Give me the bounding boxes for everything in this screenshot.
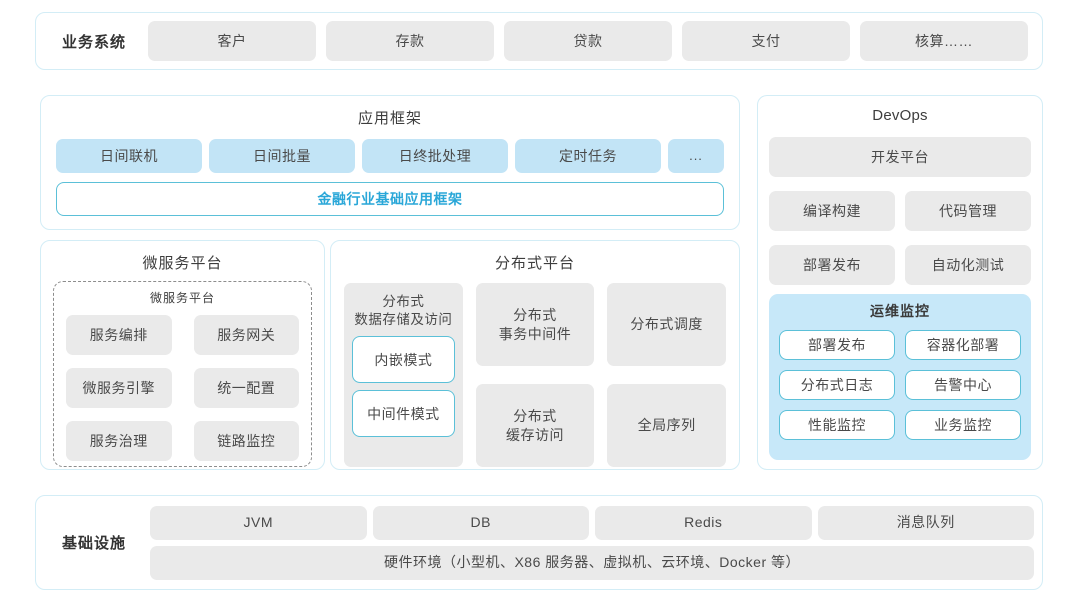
devops-panel: DevOps 开发平台 编译构建 代码管理 部署发布 自动化测试 运维监控 部署… [757, 95, 1043, 470]
unified-config: 统一配置 [193, 368, 299, 408]
monitor-distributed-log: 分布式日志 [779, 370, 895, 400]
infrastructure-label: 基础设施 [61, 535, 126, 552]
dev-platform-box: 开发平台 [769, 137, 1031, 177]
distributed-platform-body: 分布式 数据存储及访问 内嵌模式 中间件模式 分布式 事务中间件 分布式 缓存访… [344, 283, 727, 467]
monitor-deploy-release: 部署发布 [779, 330, 895, 360]
module-daytime-online: 日间联机 [56, 139, 202, 173]
monitor-performance: 性能监控 [779, 410, 895, 440]
code-management-box: 代码管理 [905, 191, 1031, 231]
distributed-platform-panel: 分布式平台 分布式 数据存储及访问 内嵌模式 中间件模式 分布式 事务中间件 [330, 240, 740, 470]
infra-db: DB [372, 505, 589, 540]
infrastructure-content: JVM DB Redis 消息队列 硬件环境（小型机、X86 服务器、虚拟机、云… [150, 505, 1034, 580]
business-systems-label: 业务系统 [61, 33, 126, 51]
distributed-data-storage-box: 分布式 数据存储及访问 内嵌模式 中间件模式 [344, 283, 463, 467]
app-framework-title: 应用框架 [357, 110, 422, 127]
base-framework-box: 金融行业基础应用框架 [56, 182, 724, 216]
distributed-data-storage-label: 分布式 数据存储及访问 [354, 294, 453, 328]
devops-tools-grid: 编译构建 代码管理 部署发布 自动化测试 [769, 191, 1031, 285]
infrastructure-panel: 基础设施 JVM DB Redis 消息队列 硬件环境（小型机、X86 服务器、… [35, 495, 1043, 590]
business-systems-panel: 业务系统 客户 存款 贷款 支付 核算…… [35, 12, 1043, 70]
distributed-right-column: 分布式调度 全局序列 [607, 283, 727, 467]
business-system-deposit: 存款 [326, 21, 494, 61]
hardware-environment-box: 硬件环境（小型机、X86 服务器、虚拟机、云环境、Docker 等） [150, 545, 1034, 580]
infra-jvm: JVM [150, 505, 367, 540]
module-daytime-batch: 日间批量 [209, 139, 355, 173]
app-framework-panel: 应用框架 日间联机 日间批量 日终批处理 定时任务 ... 金融行业基础应用框架 [40, 95, 740, 230]
ops-monitor-title: 运维监控 [870, 303, 930, 319]
distributed-platform-title: 分布式平台 [494, 255, 575, 272]
module-eod-batch: 日终批处理 [362, 139, 508, 173]
module-scheduled-task: 定时任务 [515, 139, 661, 173]
ops-monitor-section: 运维监控 部署发布 容器化部署 分布式日志 告警中心 性能监控 业务监控 [769, 294, 1031, 460]
distributed-middle-column: 分布式 事务中间件 分布式 缓存访问 [475, 283, 595, 467]
monitor-business: 业务监控 [905, 410, 1021, 440]
distributed-storage-column: 分布式 数据存储及访问 内嵌模式 中间件模式 [344, 283, 463, 467]
distributed-transaction-box: 分布式 事务中间件 [475, 283, 595, 366]
infrastructure-row: JVM DB Redis 消息队列 [150, 505, 1034, 540]
global-sequence-box: 全局序列 [607, 384, 727, 467]
service-gateway: 服务网关 [193, 315, 299, 355]
business-system-customer: 客户 [148, 21, 316, 61]
microservice-platform-panel: 微服务平台 微服务平台 服务编排 服务网关 微服务引擎 统一配置 服务治理 链路… [40, 240, 325, 470]
deploy-release-box: 部署发布 [769, 245, 895, 285]
distributed-scheduler-box: 分布式调度 [607, 283, 727, 366]
microservice-inner-box: 微服务平台 服务编排 服务网关 微服务引擎 统一配置 服务治理 链路监控 [53, 281, 312, 467]
business-system-payment: 支付 [682, 21, 850, 61]
automated-testing-box: 自动化测试 [905, 245, 1031, 285]
devops-title: DevOps [872, 107, 928, 124]
middleware-mode-box: 中间件模式 [352, 390, 455, 438]
microservice-inner-title: 微服务平台 [149, 291, 215, 305]
service-governance: 服务治理 [66, 421, 172, 461]
compile-build-box: 编译构建 [769, 191, 895, 231]
infra-message-queue: 消息队列 [817, 505, 1034, 540]
trace-monitoring: 链路监控 [193, 421, 299, 461]
ops-monitor-grid: 部署发布 容器化部署 分布式日志 告警中心 性能监控 业务监控 [779, 330, 1021, 440]
infra-redis: Redis [595, 505, 812, 540]
monitor-alert-center: 告警中心 [905, 370, 1021, 400]
embedded-mode-box: 内嵌模式 [352, 336, 455, 384]
microservice-engine: 微服务引擎 [66, 368, 172, 408]
business-system-accounting: 核算…… [860, 21, 1028, 61]
monitor-container-deploy: 容器化部署 [905, 330, 1021, 360]
business-system-loan: 贷款 [504, 21, 672, 61]
service-orchestration: 服务编排 [66, 315, 172, 355]
module-more: ... [668, 139, 724, 173]
distributed-cache-box: 分布式 缓存访问 [475, 384, 595, 467]
app-framework-modules: 日间联机 日间批量 日终批处理 定时任务 ... [56, 139, 724, 173]
microservice-grid: 服务编排 服务网关 微服务引擎 统一配置 服务治理 链路监控 [66, 315, 299, 461]
microservice-platform-title: 微服务平台 [142, 255, 223, 272]
